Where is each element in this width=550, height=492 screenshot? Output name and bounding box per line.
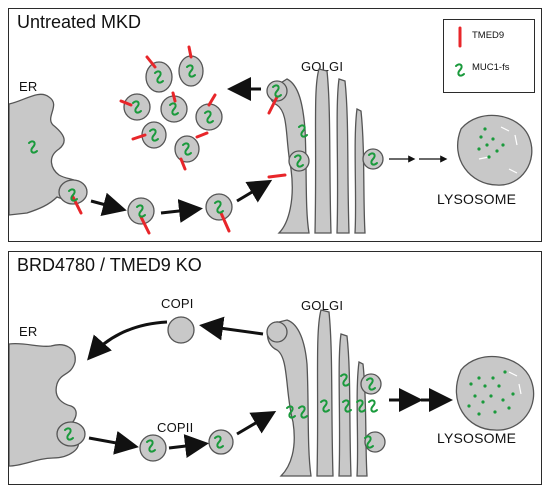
panel-untreated-mkd: Untreated MKD ER GOLGI LYSOSOME xyxy=(8,8,542,242)
er-label: ER xyxy=(19,79,38,94)
golgi-cisterna xyxy=(338,333,352,477)
legend: TMED9 MUC1-fs xyxy=(443,19,535,93)
legend-tmed9: TMED9 xyxy=(450,26,532,48)
panel-brd4780-tmed9-ko: BRD4780 / TMED9 KO ER GOLGI COPI COPII L… xyxy=(8,251,542,485)
lysosome xyxy=(455,355,535,431)
pathway-diagram-top xyxy=(9,45,533,235)
golgi-cisterna xyxy=(314,68,332,234)
copii-vesicle xyxy=(208,429,234,455)
legend-muc1-label: MUC1-fs xyxy=(472,62,510,73)
pathway-diagram-bottom xyxy=(9,309,535,477)
er-bud xyxy=(58,179,88,205)
golgi-cisterna xyxy=(266,319,312,477)
er-membrane xyxy=(9,342,79,467)
copi-label: COPI xyxy=(161,296,194,311)
golgi-label: GOLGI xyxy=(301,59,344,74)
panel-title: BRD4780 / TMED9 KO xyxy=(17,255,202,275)
lysosome xyxy=(456,114,533,186)
lysosome-label: LYSOSOME xyxy=(437,430,517,446)
golgi-cisterna xyxy=(336,78,350,234)
copii-label: COPII xyxy=(157,420,194,435)
er-label: ER xyxy=(19,324,38,339)
lysosome-label: LYSOSOME xyxy=(437,191,517,207)
er-bud xyxy=(56,421,86,447)
tmed9-swatch-icon xyxy=(458,26,462,48)
golgi-cisterna xyxy=(268,78,310,234)
legend-tmed9-label: TMED9 xyxy=(472,30,505,41)
golgi-label: GOLGI xyxy=(301,298,344,313)
muc1-swatch-icon xyxy=(455,63,465,77)
copii-vesicle xyxy=(139,434,167,462)
golgi-cisterna xyxy=(316,309,334,477)
golgi-bud xyxy=(266,321,288,343)
copi-vesicle xyxy=(167,316,195,344)
panel-title: Untreated MKD xyxy=(17,12,142,32)
golgi-cisterna xyxy=(354,108,366,234)
legend-muc1: MUC1-fs xyxy=(450,58,532,80)
